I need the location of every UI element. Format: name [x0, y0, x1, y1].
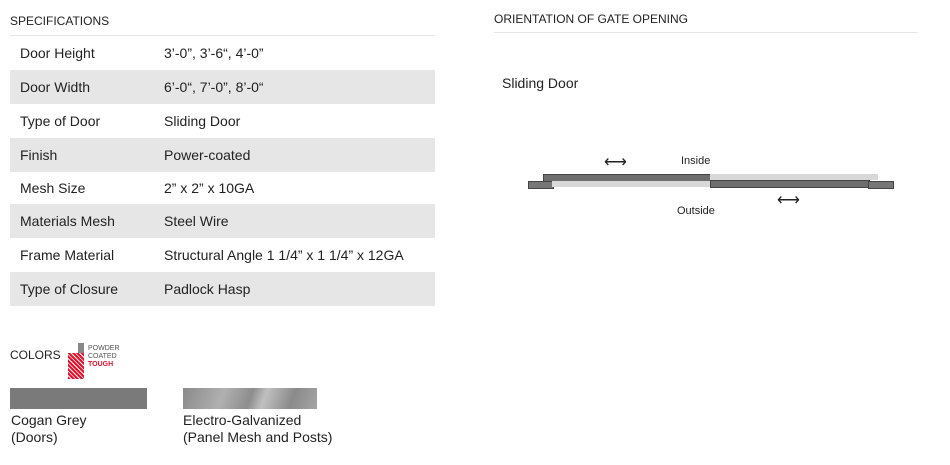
table-row: Door Height 3’-0”, 3’-6“, 4’-0”: [10, 36, 435, 70]
track: [710, 174, 878, 180]
table-row: Type of Door Sliding Door: [10, 104, 435, 138]
colors-heading: COLORS: [10, 348, 61, 362]
outer-door: [710, 180, 870, 188]
divider: [494, 32, 918, 33]
double-arrow-icon: ⟷: [604, 154, 627, 171]
row-label: Type of Door: [20, 113, 101, 129]
row-label: Finish: [20, 147, 58, 163]
row-value: 3’-0”, 3’-6“, 4’-0”: [164, 45, 264, 61]
row-label: Frame Material: [20, 247, 115, 263]
row-value: Steel Wire: [164, 213, 229, 229]
outside-label: Outside: [677, 205, 715, 217]
table-row: Frame Material Structural Angle 1 1/4” x …: [10, 238, 435, 272]
track: [552, 181, 710, 187]
row-label: Mesh Size: [20, 180, 86, 196]
logo-text: POWDER: [88, 345, 120, 352]
logo-text: COATED: [88, 353, 117, 360]
post: [528, 181, 554, 189]
row-value: 2” x 2” x 10GA: [164, 180, 255, 196]
orientation-heading: ORIENTATION OF GATE OPENING: [494, 12, 689, 26]
row-label: Door Width: [20, 79, 91, 95]
row-label: Type of Closure: [20, 281, 119, 297]
sliding-gate-diagram: Inside ⟷ Outside ⟷: [528, 150, 894, 220]
swatch-label: Electro-Galvanized(Panel Mesh and Posts): [183, 412, 333, 445]
door-type-label: Sliding Door: [502, 75, 579, 91]
double-arrow-icon: ⟷: [777, 192, 800, 209]
row-value: Structural Angle 1 1/4” x 1 1/4” x 12GA: [164, 247, 404, 263]
table-row: Materials Mesh Steel Wire: [10, 204, 435, 238]
table-row: Finish Power-coated: [10, 138, 435, 172]
logo-text: TOUGH: [88, 361, 114, 368]
swatch-electro-galvanized: [183, 388, 317, 409]
divider: [10, 35, 435, 36]
swatch-label: Cogan Grey(Doors): [11, 412, 87, 445]
row-value: 6’-0“, 7’-0”, 8’-0“: [164, 79, 264, 95]
post: [868, 181, 894, 189]
row-value: Padlock Hasp: [164, 281, 251, 297]
swatch-cogan-grey: [10, 388, 147, 409]
row-value: Power-coated: [164, 147, 251, 163]
table-row: Mesh Size 2” x 2” x 10GA: [10, 172, 435, 204]
row-label: Door Height: [20, 45, 95, 61]
table-row: Door Width 6’-0“, 7’-0”, 8’-0“: [10, 70, 435, 104]
row-label: Materials Mesh: [20, 213, 115, 229]
row-value: Sliding Door: [164, 113, 241, 129]
inside-label: Inside: [681, 155, 711, 167]
specifications-heading: SPECIFICATIONS: [10, 14, 110, 28]
powder-coated-logo: POWDER COATED TOUGH: [66, 343, 136, 381]
table-row: Type of Closure Padlock Hasp: [10, 272, 435, 306]
specifications-table: Door Height 3’-0”, 3’-6“, 4’-0” Door Widt…: [10, 36, 435, 306]
